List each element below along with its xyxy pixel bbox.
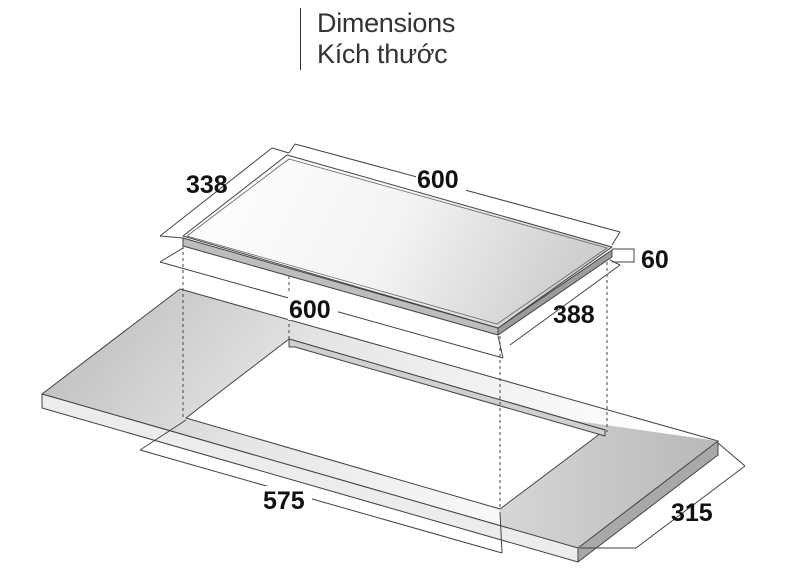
label-bg-600-top [416, 165, 466, 191]
dim-line-338 [159, 147, 273, 237]
label-cutout-width: 575 [263, 487, 305, 515]
label-base-width: 600 [289, 296, 331, 324]
label-top-depth: 338 [186, 171, 228, 199]
dim-line-388 [509, 264, 621, 346]
label-thickness: 60 [641, 246, 669, 274]
cooktop-glass [182, 154, 613, 329]
label-top-width: 600 [417, 166, 459, 194]
title-block: Dimensions Kích thước [300, 8, 455, 70]
cooktop-body-side [497, 249, 613, 336]
label-cutout-depth: 315 [671, 499, 713, 527]
title-english: Dimensions [317, 8, 456, 38]
cutout-inner-edge [288, 338, 606, 437]
title-vietnamese: Kích thước [317, 39, 448, 69]
label-bg-575 [262, 486, 312, 512]
label-base-depth: 388 [553, 301, 595, 329]
cooktop [182, 154, 613, 336]
dim-line-60 [612, 248, 635, 263]
label-bg-600-base [288, 294, 338, 320]
cooktop-glass-bevel [186, 158, 608, 325]
dim-line-315 [635, 465, 746, 549]
dim-line-575 [139, 449, 503, 554]
countertop-side-edge [577, 440, 719, 563]
countertop [41, 288, 719, 563]
